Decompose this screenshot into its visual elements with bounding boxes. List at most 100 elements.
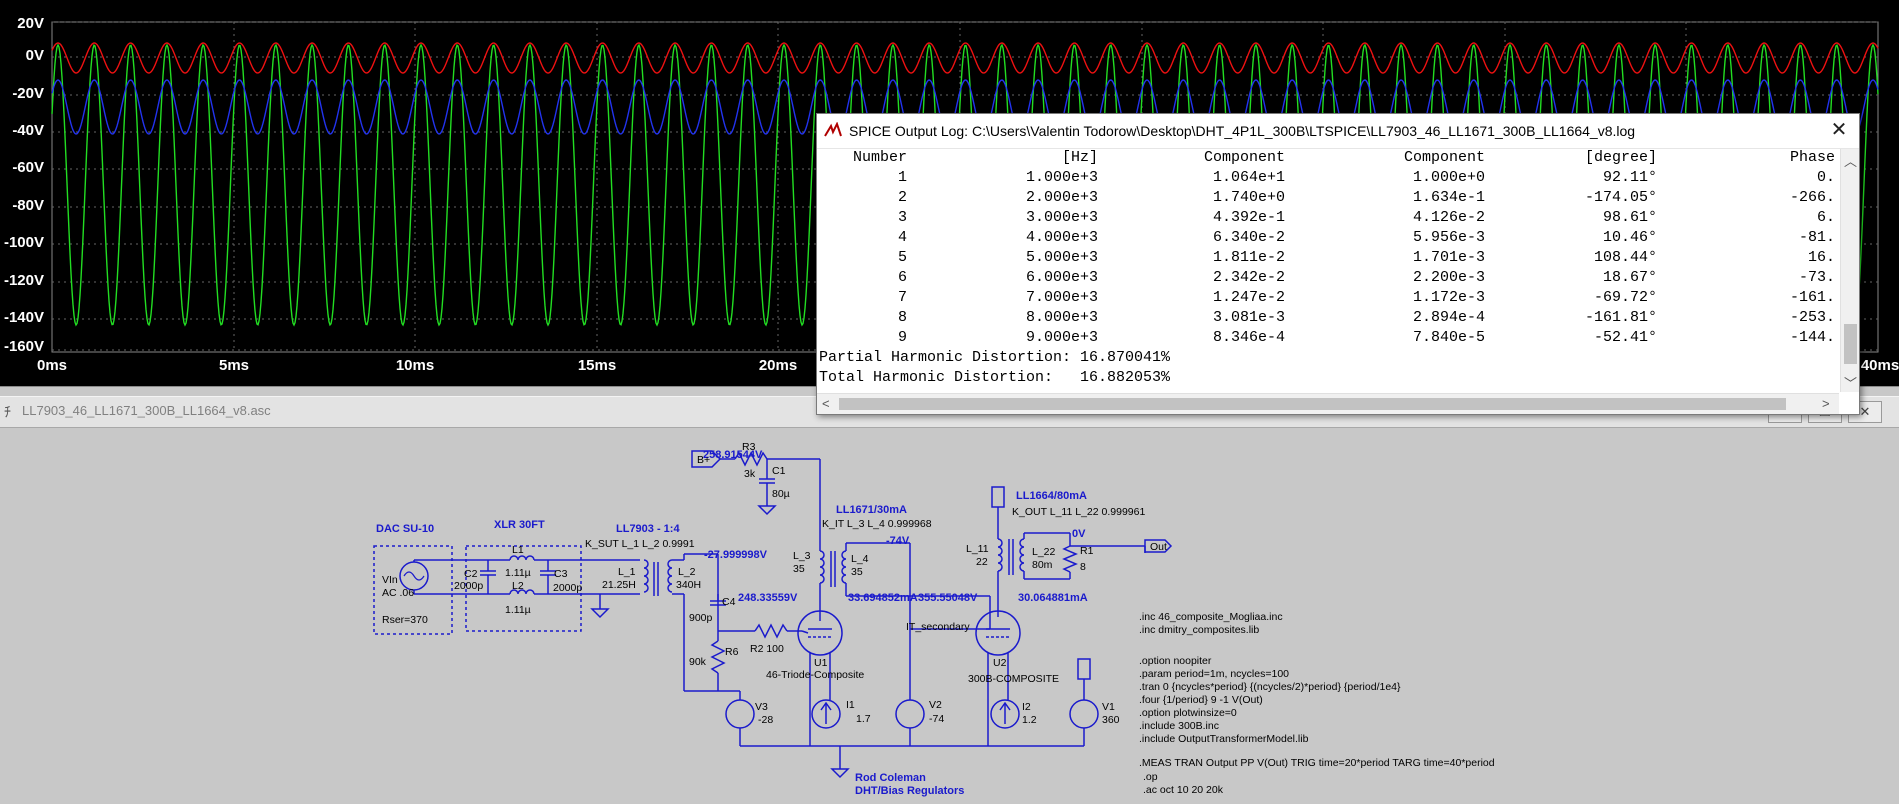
label-r6: R6 (725, 646, 739, 658)
label-l2v: 1.11µ (505, 604, 531, 616)
label-kout: K_OUT L_11 L_22 0.999961 (1012, 506, 1145, 518)
spice-directive[interactable]: .include OutputTransformerModel.lib (1139, 733, 1309, 745)
y-tick: -120V (3, 272, 44, 289)
spice-directive[interactable]: .include 300B.inc (1139, 720, 1219, 732)
label-l3v: 35 (793, 563, 805, 575)
label-l11v: 22 (976, 556, 988, 568)
label-c1v: 80µ (772, 488, 790, 500)
log-cell: -52.41° (1593, 329, 1657, 346)
log-cell: 1.172e-3 (1412, 289, 1485, 306)
log-cell: 3.081e-3 (1212, 309, 1285, 326)
label-r1v: 8 (1080, 561, 1086, 573)
spice-output-log-window[interactable]: SPICE Output Log: C:\Users\Valentin Todo… (816, 113, 1860, 415)
log-cell: 1.740e+0 (1212, 189, 1285, 206)
log-cell: 8 (897, 309, 907, 326)
y-tick: 0V (25, 47, 44, 64)
log-cell: [Hz] (1061, 149, 1098, 166)
label-c4v: 900p (689, 612, 713, 624)
log-titlebar[interactable]: SPICE Output Log: C:\Users\Valentin Todo… (817, 114, 1859, 149)
spice-directive[interactable]: .ac oct 10 20 20k (1143, 784, 1224, 796)
close-button[interactable]: ✕ (1830, 119, 1848, 141)
y-tick: -80V (12, 197, 44, 214)
label-r2: R2 100 (750, 643, 784, 655)
scroll-left-icon[interactable]: < (822, 396, 830, 411)
spice-directive[interactable]: .inc 46_composite_Mogliaa.inc (1139, 611, 1283, 623)
label-v2: V2 (929, 699, 942, 711)
total-harmonic-distortion: Total Harmonic Distortion: 16.882053% (819, 369, 1171, 386)
y-tick: -40V (12, 122, 44, 139)
label-l1: L1 (512, 544, 524, 556)
label-c1: C1 (772, 465, 786, 477)
log-cell: 6 (897, 269, 907, 286)
schematic-canvas[interactable]: DAC SU-10 XLR 30FT LL7903 - 1:4 258.9154… (0, 387, 1899, 804)
x-tick: 5ms (218, 357, 250, 374)
spice-directive[interactable]: .inc dmitry_composites.lib (1139, 624, 1259, 636)
label-l4: L_4 (851, 553, 869, 565)
label-i1: I1 (846, 699, 855, 711)
log-cell: 3.000e+3 (1025, 209, 1098, 226)
log-cell: Phase (1789, 149, 1835, 166)
log-cell: 1.247e-2 (1212, 289, 1285, 306)
label-l_1: L_1 (618, 566, 636, 578)
label-u2m: 300B-COMPOSITE (968, 673, 1059, 685)
spice-directive[interactable]: .op (1143, 771, 1158, 783)
horizontal-scrollbar[interactable]: < > (817, 393, 1839, 414)
log-cell: 0. (1816, 169, 1835, 186)
x-tick: 40ms (1860, 357, 1899, 374)
spice-directive[interactable]: .MEAS TRAN Output PP V(Out) TRIG time=20… (1139, 757, 1495, 769)
label-l22: L_22 (1032, 546, 1056, 558)
scroll-up-icon[interactable]: ︿ (1844, 154, 1858, 169)
log-cell: 6.000e+3 (1025, 269, 1098, 286)
label-l1v: 1.11µ (505, 567, 531, 579)
label-v1v: 360 (1102, 714, 1120, 726)
log-cell: 1.000e+0 (1412, 169, 1485, 186)
label-vin: VIn (382, 574, 398, 586)
y-tick: -140V (3, 309, 44, 326)
schematic-window[interactable]: ﾁ LL7903_46_LL1671_300B_LL1664_v8.asc ─ … (0, 386, 1899, 804)
log-cell: Number (852, 149, 907, 166)
scroll-thumb[interactable] (839, 398, 1786, 410)
log-cell: 4 (897, 229, 907, 246)
label-itsec: IT_secondary (906, 621, 970, 633)
trace-title-n004[interactable]: V(n004) (930, 0, 985, 17)
label-ll7903: LL7903 - 1:4 (616, 523, 680, 535)
spice-directive[interactable]: .param period=1m, ncycles=100 (1139, 668, 1289, 680)
log-cell: 2.894e-4 (1412, 309, 1485, 326)
log-cell: 5.956e-3 (1412, 229, 1485, 246)
label-ma33: 33.694852mA (848, 592, 918, 604)
spice-directive[interactable]: .option noopiter (1139, 655, 1212, 667)
log-cell: 6.340e-2 (1212, 229, 1285, 246)
label-l_2v: 340H (676, 579, 701, 591)
label-v3: V3 (755, 701, 768, 713)
vertical-scrollbar[interactable]: ︿ ﹀ (1840, 149, 1859, 392)
log-cell: 16. (1807, 249, 1835, 266)
log-cell: 8.000e+3 (1025, 309, 1098, 326)
log-cell: -174.05° (1584, 189, 1657, 206)
spice-directive[interactable]: .option plotwinsize=0 (1139, 707, 1237, 719)
log-cell: -253. (1789, 309, 1835, 326)
log-cell: 5.000e+3 (1025, 249, 1098, 266)
log-cell: 4.392e-1 (1212, 209, 1285, 226)
log-cell: 92.11° (1602, 169, 1657, 186)
trace-title-it-secondary[interactable]: V(it_secondary) (292, 0, 405, 17)
scroll-right-icon[interactable]: > (1822, 396, 1830, 411)
spice-directive[interactable]: .tran 0 {ncycles*period} {(ncycles/2)*pe… (1139, 681, 1401, 693)
trace-title-out[interactable]: V(out) (1541, 0, 1585, 17)
label-r6v: 90k (689, 656, 707, 668)
label-ll1664: LL1664/80mA (1016, 490, 1087, 502)
label-l_2: L_2 (678, 566, 696, 578)
label-l4v: 35 (851, 566, 863, 578)
scroll-down-icon[interactable]: ﹀ (1844, 376, 1858, 391)
log-cell: 1.811e-2 (1212, 249, 1285, 266)
scroll-thumb[interactable] (1844, 324, 1857, 364)
spice-directive[interactable]: .four {1/period} 9 -1 V(Out) (1139, 694, 1263, 706)
log-cell: -73. (1798, 269, 1835, 286)
label-ksut: K_SUT L_1 L_2 0.9991 (585, 538, 695, 550)
label-vm74: -74V (886, 535, 910, 547)
